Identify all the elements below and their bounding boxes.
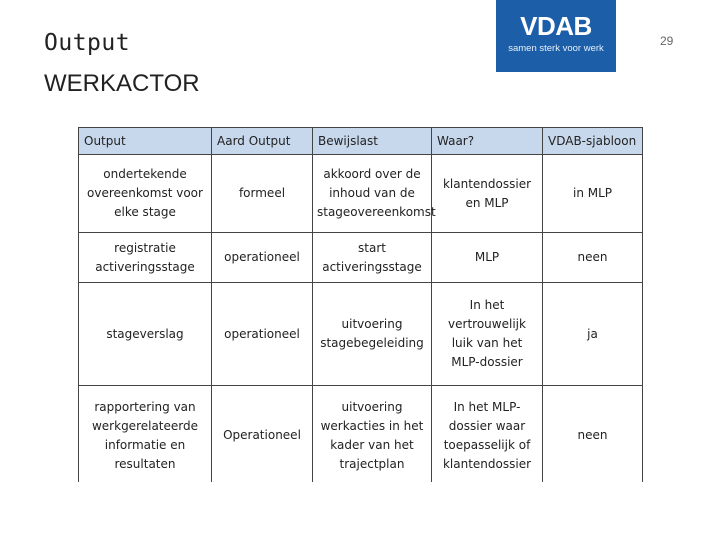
table-cell: start activeringsstage: [312, 232, 432, 283]
column-header: Waar?: [431, 127, 543, 155]
table-cell: neen: [542, 385, 643, 486]
table-cell: registratie activeringsstage: [78, 232, 212, 283]
table-cell: Operationeel: [211, 385, 313, 486]
table-row: stageverslag operationeel uitvoering sta…: [78, 282, 643, 386]
output-table: Output Aard Output Bewijslast Waar? VDAB…: [78, 127, 643, 486]
table-cell: MLP: [431, 232, 543, 283]
table-cell: uitvoering stagebegeleiding: [312, 282, 432, 386]
table-cell: uitvoering werkacties in het kader van h…: [312, 385, 432, 486]
table-cell: In het vertrouwelijk luik van het MLP-do…: [431, 282, 543, 386]
page-number: 29: [660, 34, 674, 48]
table-cell: operationeel: [211, 232, 313, 283]
table-row: rapportering van werkgerelateerde inform…: [78, 385, 643, 486]
table-cell: in MLP: [542, 154, 643, 233]
table-cell: neen: [542, 232, 643, 283]
table-cell: ondertekende overeenkomst voor elke stag…: [78, 154, 212, 233]
table-cell: In het MLP-dossier waar toepasselijk of …: [431, 385, 543, 486]
table-cell: formeel: [211, 154, 313, 233]
table-header-row: Output Aard Output Bewijslast Waar? VDAB…: [78, 127, 643, 155]
logo-brand: VDAB: [520, 11, 592, 41]
column-header: Aard Output: [211, 127, 313, 155]
table-cell: akkoord over de inhoud van de stageovere…: [312, 154, 436, 233]
column-header: VDAB-sjabloon: [542, 127, 643, 155]
table-cell: stageverslag: [78, 282, 212, 386]
table-cell: ja: [542, 282, 643, 386]
vdab-logo: VDAB samen sterk voor werk: [496, 0, 616, 72]
table-crop-mask: [0, 482, 720, 540]
column-header: Bewijslast: [312, 127, 432, 155]
slide-title: Output: [44, 30, 131, 56]
table-cell: rapportering van werkgerelateerde inform…: [78, 385, 212, 486]
slide-subtitle: WERKACTOR: [44, 70, 200, 97]
column-header: Output: [78, 127, 212, 155]
logo-tagline: samen sterk voor werk: [508, 43, 604, 54]
table-row: ondertekende overeenkomst voor elke stag…: [78, 154, 643, 233]
table-cell: klantendossier en MLP: [431, 154, 543, 233]
table-row: registratie activeringsstage operationee…: [78, 232, 643, 283]
table-cell: operationeel: [211, 282, 313, 386]
